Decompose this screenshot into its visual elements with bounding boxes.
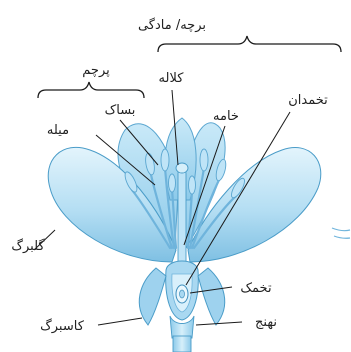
label-stamen: پرچم — [82, 63, 110, 78]
style — [178, 170, 186, 272]
sepal-right — [198, 268, 225, 325]
label-petal: گلبرگ — [11, 237, 45, 254]
label-filament: میله — [47, 123, 69, 138]
decorative-arcs — [332, 228, 350, 238]
label-receptacle: نهنج — [255, 315, 277, 330]
label-pistil: برچه/ مادگی — [138, 17, 206, 33]
label-ovary: تخمدان — [288, 93, 328, 108]
label-anther: بساک — [105, 103, 136, 118]
stem — [173, 336, 191, 352]
label-sepal: کاسبرگ — [40, 317, 85, 334]
pistil-brace — [158, 36, 341, 52]
label-stigma: کلاله — [159, 71, 185, 86]
stamen-brace — [38, 82, 144, 98]
flower-illustration — [48, 118, 350, 352]
sepal-left — [139, 268, 166, 325]
label-ovule: تخمک — [240, 281, 272, 296]
label-style: خامه — [213, 109, 239, 124]
